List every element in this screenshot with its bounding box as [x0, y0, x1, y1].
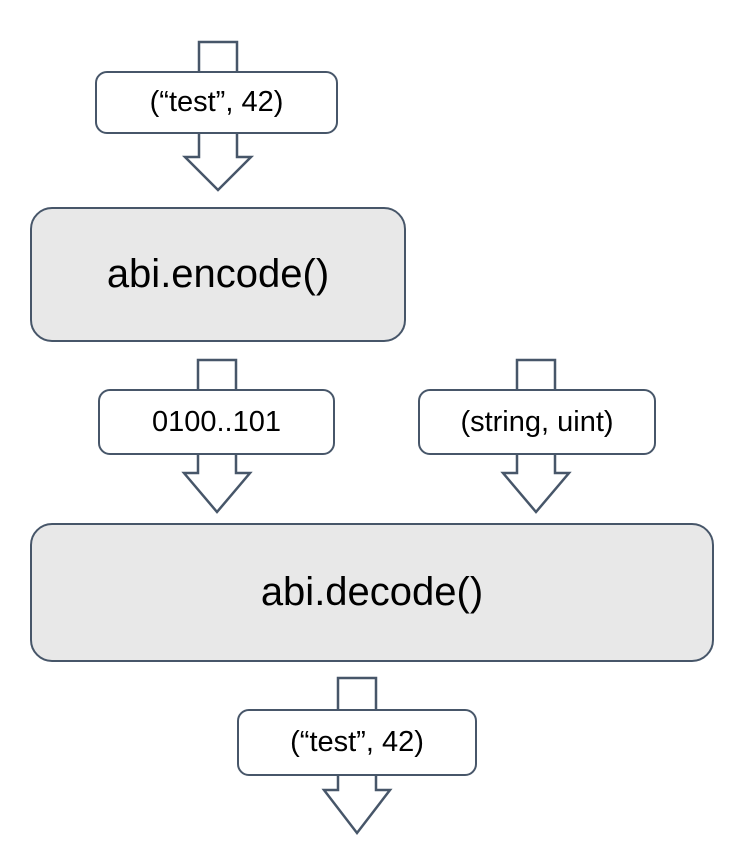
input-tuple-label: (“test”, 42)	[95, 71, 338, 134]
encoded-bytes-label: 0100..101	[98, 389, 335, 455]
output-tuple-label: (“test”, 42)	[237, 709, 477, 776]
encoded-bytes-text: 0100..101	[151, 405, 281, 438]
output-tuple-text: (“test”, 42)	[290, 726, 424, 758]
abi-decode-box: abi.decode()	[30, 523, 714, 662]
abi-encode-text: abi.encode()	[106, 252, 330, 296]
types-tuple-text: (string, uint)	[460, 405, 614, 438]
types-tuple-label: (string, uint)	[418, 389, 656, 455]
abi-decode-text: abi.decode()	[260, 570, 484, 614]
input-tuple-text: (“test”, 42)	[149, 86, 284, 118]
abi-encode-box: abi.encode()	[30, 207, 406, 342]
